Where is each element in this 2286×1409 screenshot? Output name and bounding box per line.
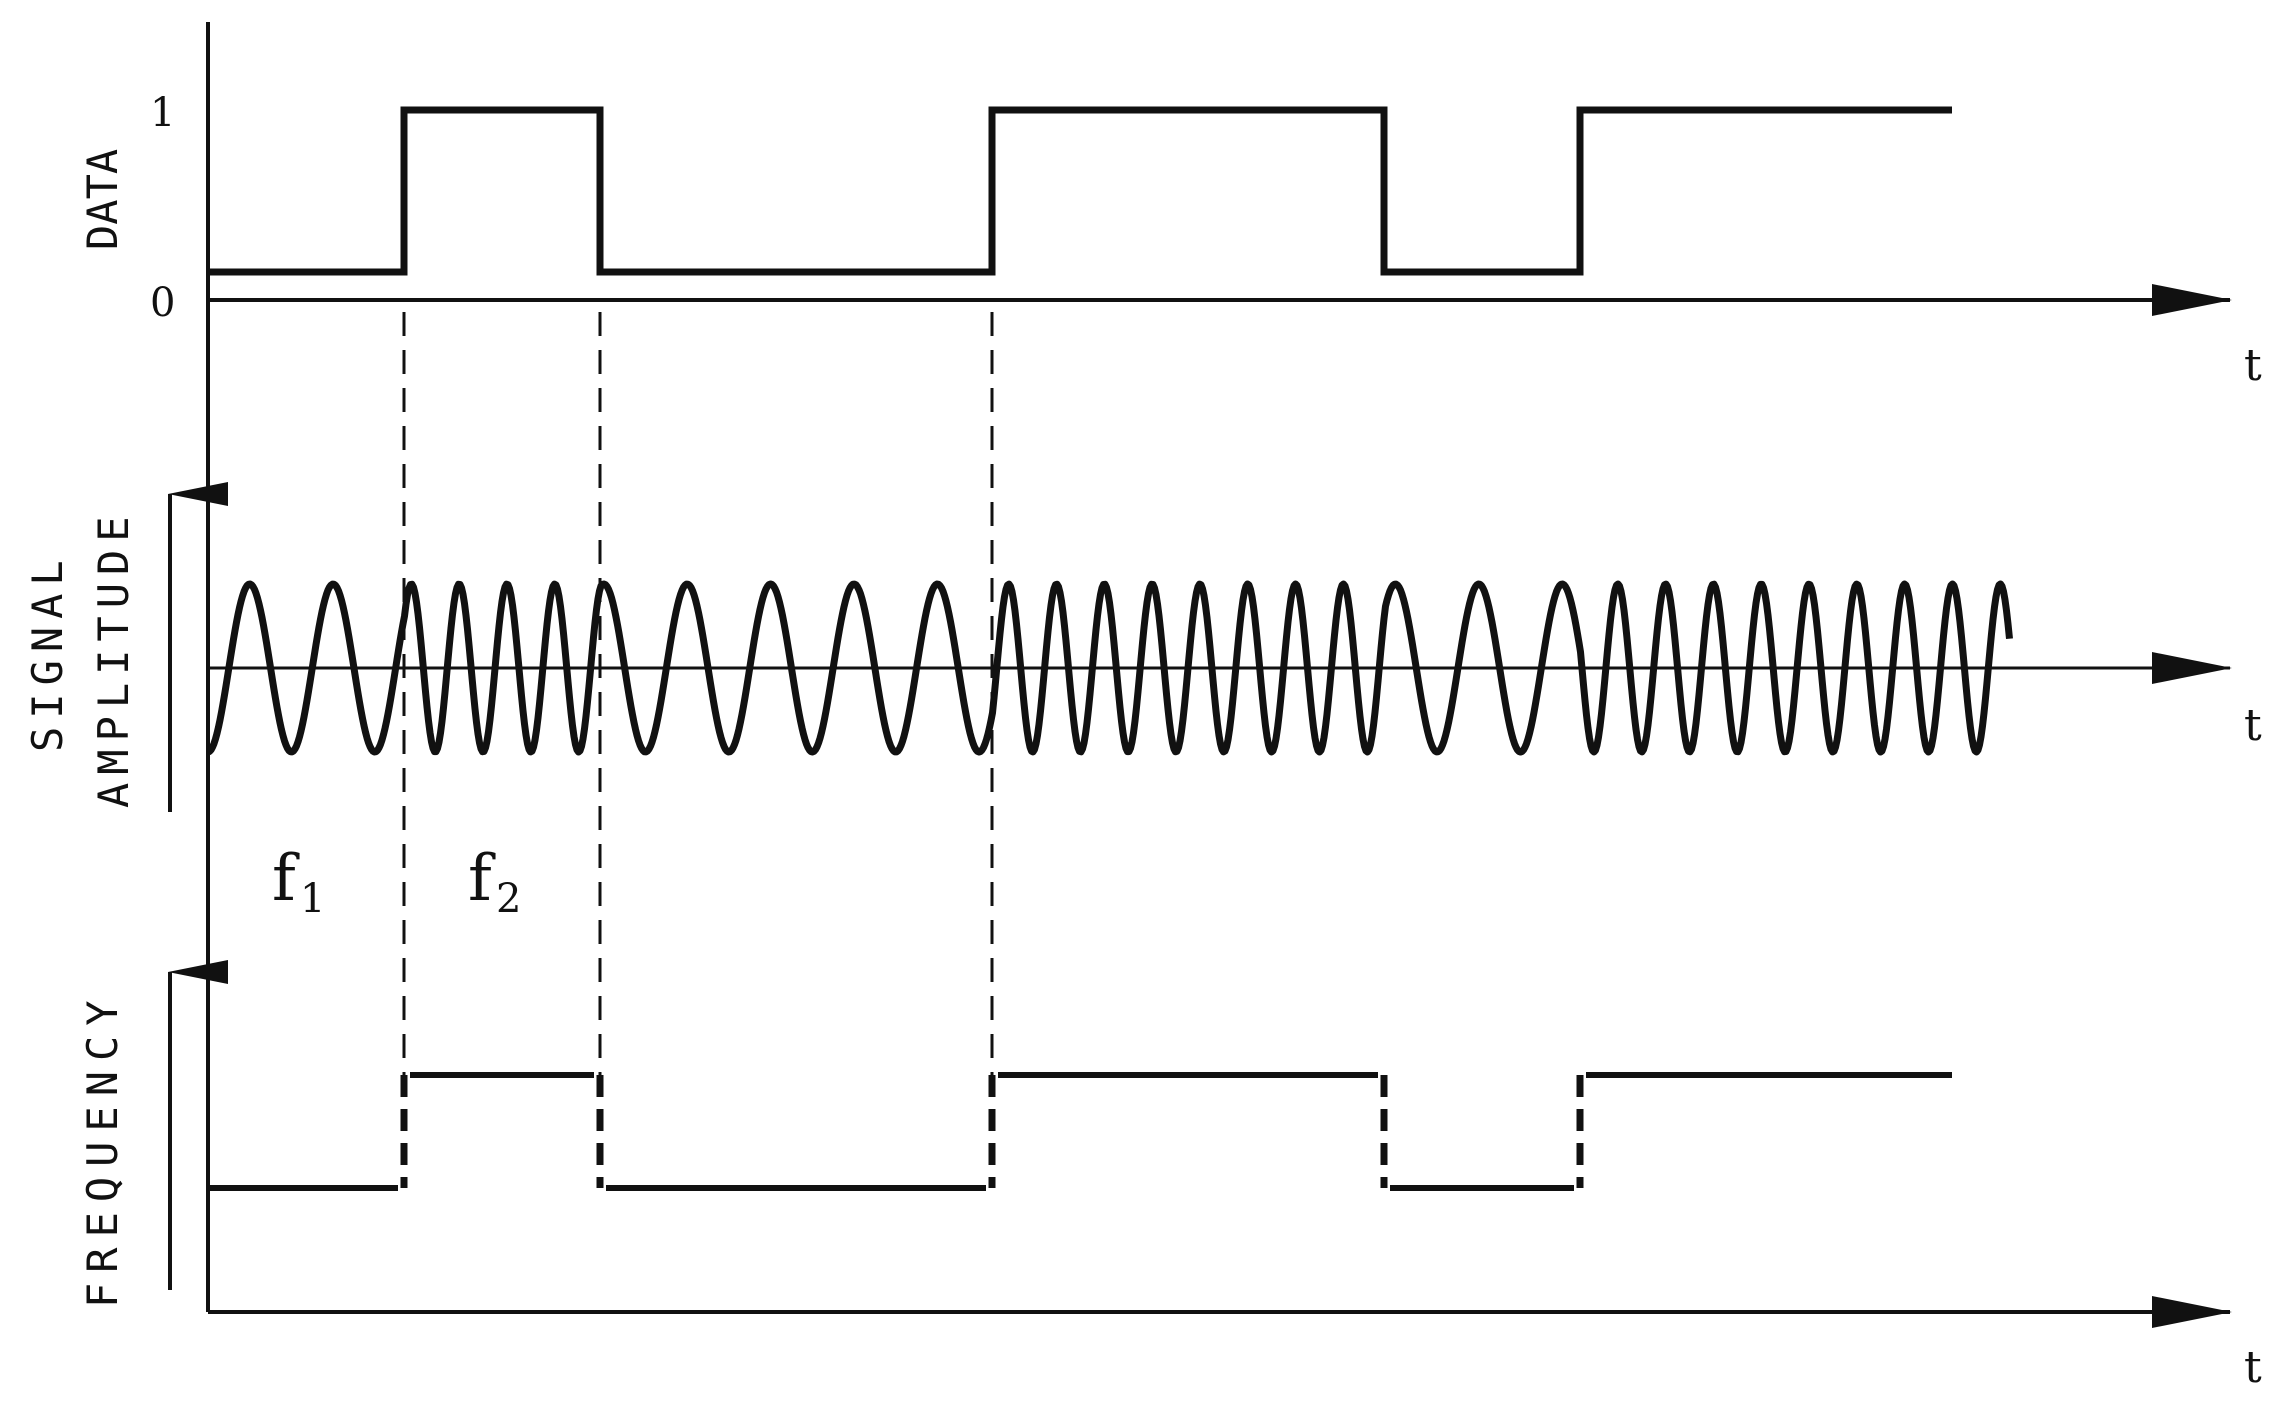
- signal-panel: SIGNAL AMPLITUDE t: [23, 482, 2262, 812]
- data-panel: DATA 1 0 t: [78, 90, 2262, 391]
- fsk-signal-waveform: [206, 580, 2013, 756]
- tick-label-0: 0: [150, 280, 175, 326]
- signal-axis-label-2: AMPLITUDE: [89, 508, 138, 808]
- frequency-axis-label: FREQUENCY: [78, 990, 127, 1308]
- signal-axis-label-1: SIGNAL: [23, 552, 72, 752]
- transition-guides: [402, 312, 994, 1075]
- svg-text:f: f: [272, 842, 300, 916]
- frequency-waveform: [208, 1072, 1952, 1191]
- svg-text:2: 2: [496, 876, 521, 922]
- frequency-panel: FREQUENCY t: [78, 960, 2262, 1393]
- frequency-t-label: t: [2244, 1342, 2262, 1393]
- data-waveform: [208, 106, 1952, 276]
- tick-label-1: 1: [150, 90, 175, 136]
- f2-label: f 2: [468, 842, 521, 922]
- svg-text:f: f: [468, 842, 496, 916]
- data-t-label: t: [2244, 340, 2262, 391]
- f1-label: f 1: [272, 842, 325, 922]
- signal-t-label: t: [2244, 700, 2262, 751]
- data-axis-label: DATA: [78, 149, 127, 250]
- svg-text:1: 1: [300, 876, 325, 922]
